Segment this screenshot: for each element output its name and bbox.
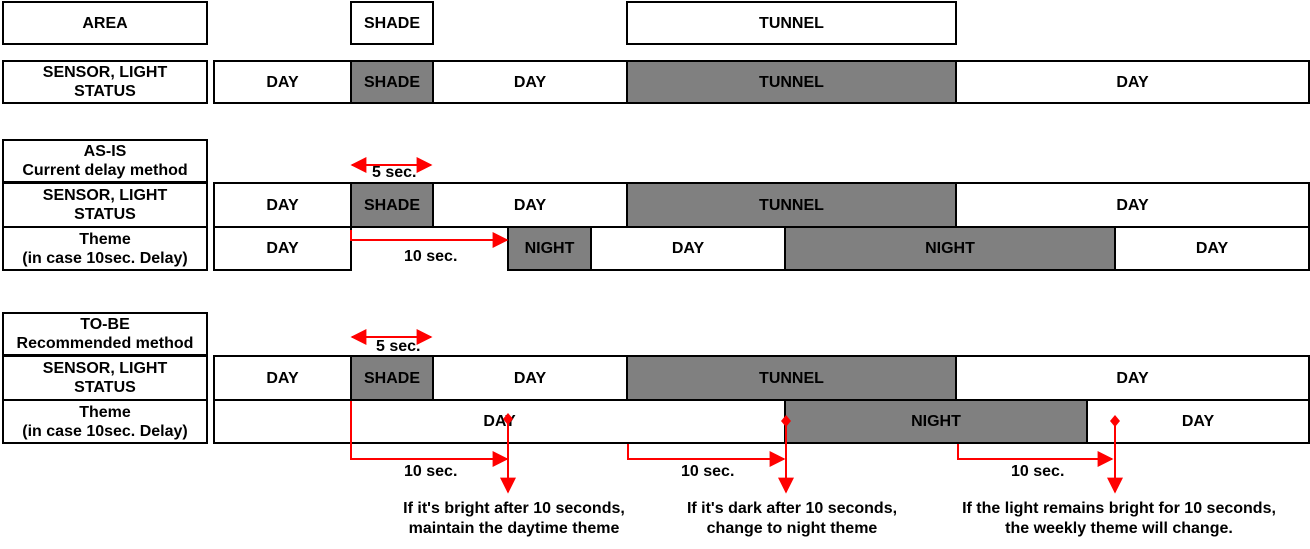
status-segment-day-2: DAY bbox=[432, 60, 628, 104]
to-be-10sec-arrow-3 bbox=[957, 444, 1114, 467]
to-be-theme-night: NIGHT bbox=[784, 399, 1088, 444]
diamond-marker-2 bbox=[781, 415, 791, 427]
as-is-theme-day-2: DAY bbox=[590, 226, 786, 271]
to-be-note-1: If it's bright after 10 seconds, maintai… bbox=[403, 500, 625, 537]
status-segment-shade: SHADE bbox=[350, 60, 434, 104]
diamond-marker-3 bbox=[1110, 415, 1120, 427]
area-shade: SHADE bbox=[350, 1, 434, 45]
to-be-delay-3: 10 sec. bbox=[1011, 463, 1065, 480]
as-is-status-day-3: DAY bbox=[955, 182, 1310, 228]
as-is-theme-night-2: NIGHT bbox=[784, 226, 1116, 271]
status-segment-day-1: DAY bbox=[213, 60, 352, 104]
to-be-theme-label: Theme (in case 10sec. Delay) bbox=[2, 399, 208, 444]
as-is-theme-day-1: DAY bbox=[213, 226, 352, 271]
diamond-marker-1 bbox=[503, 413, 513, 425]
as-is-theme-day-3: DAY bbox=[1114, 226, 1310, 271]
to-be-status-shade: SHADE bbox=[350, 355, 434, 401]
status-segment-tunnel: TUNNEL bbox=[626, 60, 957, 104]
area-label: AREA bbox=[2, 1, 208, 45]
area-tunnel: TUNNEL bbox=[626, 1, 957, 45]
to-be-delay-1: 10 sec. bbox=[404, 463, 458, 480]
as-is-status-tunnel: TUNNEL bbox=[626, 182, 957, 228]
to-be-delay-2: 10 sec. bbox=[681, 463, 735, 480]
as-is-theme-label: Theme (in case 10sec. Delay) bbox=[2, 226, 208, 271]
to-be-theme-day-1: DAY bbox=[213, 399, 786, 444]
to-be-note-3: If the light remains bright for 10 secon… bbox=[962, 500, 1276, 537]
status-row-label: SENSOR, LIGHT STATUS bbox=[2, 60, 208, 104]
to-be-10sec-arrow-2 bbox=[627, 444, 786, 467]
as-is-theme-night-1: NIGHT bbox=[507, 226, 592, 271]
as-is-theme-delay-label: 10 sec. bbox=[404, 248, 458, 265]
to-be-10sec-arrow-1 bbox=[350, 401, 509, 467]
as-is-10sec-arrow bbox=[350, 230, 509, 248]
status-segment-day-3: DAY bbox=[955, 60, 1310, 104]
to-be-note-2: If it's dark after 10 seconds, change to… bbox=[686, 500, 898, 537]
as-is-status-label: SENSOR, LIGHT STATUS bbox=[2, 182, 208, 228]
to-be-theme-day-2: DAY bbox=[1086, 399, 1310, 444]
